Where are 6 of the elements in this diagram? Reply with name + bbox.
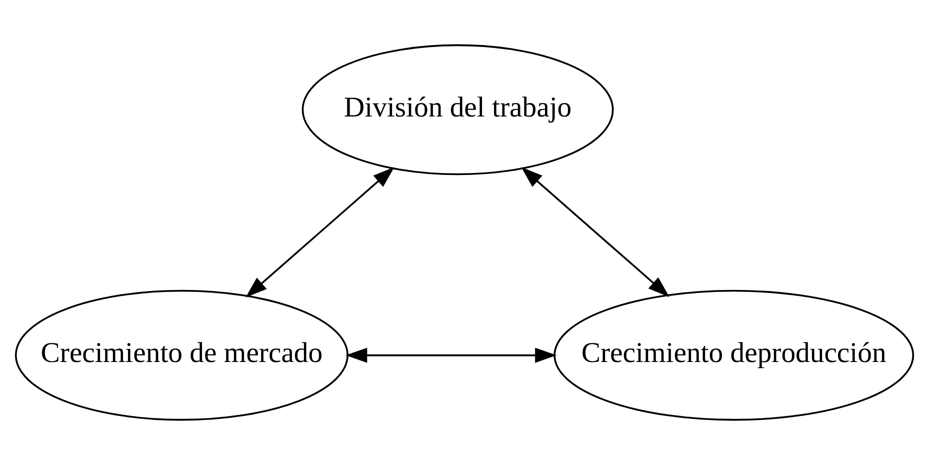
- arrow: [521, 167, 670, 298]
- node-ellipse: Crecimiento deproducción: [554, 290, 914, 421]
- node-ellipse: División del trabajo: [302, 44, 614, 176]
- arrow: [246, 167, 394, 298]
- node-ellipse: Crecimiento de mercado: [14, 290, 348, 421]
- arrow: [346, 348, 557, 363]
